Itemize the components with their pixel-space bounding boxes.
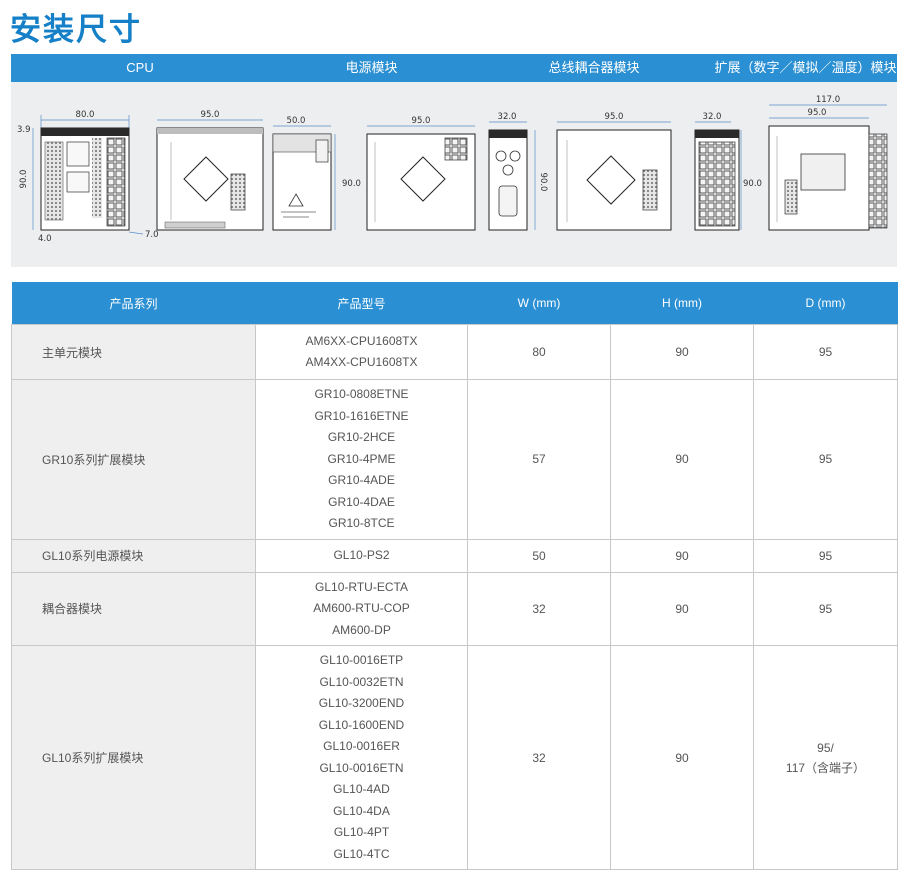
width-cell: 50 — [467, 538, 611, 573]
coupler-depth-label: 95.0 — [605, 112, 624, 122]
model-name: GR10-4PME — [327, 451, 396, 466]
width-cell: 32 — [467, 571, 611, 646]
psu-width-label: 50.0 — [287, 116, 306, 126]
model-name: AM600-RTU-COP — [313, 601, 410, 615]
table-header-row: 产品系列 产品型号 W (mm) H (mm) D (mm) — [11, 282, 898, 325]
model-name: GL10-1600END — [318, 717, 405, 732]
height-cell: 90 — [610, 538, 754, 573]
table-row: GL10系列电源模块 GL10-PS2 50 90 95 — [11, 538, 898, 573]
height-cell: 90 — [610, 645, 754, 870]
expansion-depth-label: 95.0 — [808, 108, 827, 118]
expansion-total-depth-label: 117.0 — [816, 95, 840, 105]
dimension-category-bar: CPU 电源模块 总线耦合器模块 扩展（数字／模拟／温度）模块 — [11, 54, 897, 82]
model-name: GL10-4AD — [333, 782, 390, 796]
table-row: GL10系列扩展模块 GL10-0016ETP GL10-0032ETN GL1… — [11, 645, 898, 870]
model-name: GR10-4DAE — [328, 494, 395, 509]
coupler-front-view: 32.0 90.0 — [488, 112, 548, 231]
depth-cell: 95 — [753, 379, 898, 540]
model-name: GL10-0016ETP — [319, 653, 404, 667]
series-cell: GL10系列电源模块 — [11, 538, 256, 573]
table-row: GR10系列扩展模块 GR10-0808ETNE GR10-1616ETNE G… — [11, 379, 898, 540]
psu-front-view: 50.0 90.0 — [272, 116, 361, 231]
model-name: GR10-8TCE — [328, 516, 395, 530]
category-bus-coupler: 总线耦合器模块 — [548, 60, 640, 75]
dimension-drawings: 80.0 90.0 3.9 4.0 7.0 95.0 — [11, 82, 897, 267]
depth-cell: 95 — [753, 571, 898, 646]
series-cell: 耦合器模块 — [11, 571, 256, 646]
width-cell: 32 — [467, 645, 611, 870]
model-name: AM600-DP — [332, 622, 391, 637]
series-cell: GR10系列扩展模块 — [11, 379, 256, 540]
header-series: 产品系列 — [11, 282, 256, 325]
psu-side-view: 95.0 — [366, 116, 476, 231]
width-cell: 80 — [467, 324, 611, 380]
page-title: 安装尺寸 — [10, 12, 142, 48]
psu-depth-label: 95.0 — [412, 116, 431, 126]
model-name: AM4XX-CPU1608TX — [305, 355, 418, 369]
category-power-module: 电源模块 — [345, 60, 398, 75]
model-name: AM6XX-CPU1608TX — [305, 333, 418, 348]
series-cell: 主单元模块 — [11, 324, 256, 380]
cpu-width-label: 80.0 — [76, 110, 95, 120]
height-cell: 90 — [610, 571, 754, 646]
model-cell: GL10-RTU-ECTA AM600-RTU-COP AM600-DP — [255, 571, 468, 646]
depth-value: 95/ — [817, 740, 834, 755]
expansion-width-label: 32.0 — [703, 112, 722, 122]
coupler-side-view: 95.0 — [556, 112, 672, 231]
cpu-top-label: 3.9 — [17, 125, 31, 135]
model-name: GL10-PS2 — [333, 547, 390, 562]
depth-cell: 95/ 117（含端子） — [753, 645, 898, 870]
width-cell: 57 — [467, 379, 611, 540]
coupler-height-label: 90.0 — [538, 173, 548, 192]
model-name: GL10-4PT — [333, 825, 390, 839]
table-row: 主单元模块 AM6XX-CPU1608TX AM4XX-CPU1608TX 80… — [11, 324, 898, 380]
cpu-front-view: 80.0 90.0 3.9 4.0 7.0 — [17, 110, 159, 244]
model-name: GL10-0016ETN — [319, 760, 404, 775]
cpu-side-view: 95.0 — [156, 110, 264, 231]
category-cpu: CPU — [126, 60, 154, 75]
series-cell: GL10系列扩展模块 — [11, 645, 256, 870]
cpu-bottom-label: 4.0 — [38, 234, 52, 244]
depth-cell: 95 — [753, 538, 898, 573]
header-height: H (mm) — [610, 282, 754, 325]
expansion-side-view: 117.0 95.0 — [768, 95, 888, 231]
cpu-height-label: 90.0 — [19, 170, 29, 189]
height-cell: 90 — [610, 324, 754, 380]
model-name: GL10-4TC — [333, 846, 390, 861]
header-depth: D (mm) — [753, 282, 898, 325]
model-name: GL10-0032ETN — [319, 674, 404, 689]
table-row: 耦合器模块 GL10-RTU-ECTA AM600-RTU-COP AM600-… — [11, 571, 898, 646]
cpu-depth-label: 95.0 — [201, 110, 220, 120]
model-cell: AM6XX-CPU1608TX AM4XX-CPU1608TX — [255, 324, 468, 380]
model-name: GR10-0808ETNE — [314, 387, 409, 401]
category-expansion-module: 扩展（数字／模拟／温度）模块 — [714, 60, 897, 75]
model-cell: GL10-0016ETP GL10-0032ETN GL10-3200END G… — [255, 645, 468, 870]
model-name: GR10-1616ETNE — [314, 408, 409, 423]
cpu-side-label: 7.0 — [145, 230, 159, 240]
model-name: GR10-2HCE — [327, 430, 396, 444]
header-model: 产品型号 — [255, 282, 468, 325]
depth-cell: 95 — [753, 324, 898, 380]
height-cell: 90 — [610, 379, 754, 540]
coupler-width-label: 32.0 — [498, 112, 517, 122]
expansion-height-label: 90.0 — [743, 179, 762, 189]
depth-note: 117（含端子） — [785, 760, 866, 775]
model-name: GL10-3200END — [318, 696, 405, 710]
dimension-drawings-svg: 80.0 90.0 3.9 4.0 7.0 95.0 — [17, 95, 888, 244]
psu-height-label: 90.0 — [342, 179, 361, 189]
model-cell: GR10-0808ETNE GR10-1616ETNE GR10-2HCE GR… — [255, 379, 468, 540]
model-name: GL10-RTU-ECTA — [315, 579, 408, 594]
model-cell: GL10-PS2 — [255, 538, 468, 573]
model-name: GL10-0016ER — [323, 739, 400, 753]
model-name: GL10-4DA — [333, 803, 390, 818]
expansion-front-view: 32.0 90.0 — [694, 112, 762, 231]
header-width: W (mm) — [467, 282, 611, 325]
specs-table: 产品系列 产品型号 W (mm) H (mm) D (mm) 主单元模块 AM6… — [11, 282, 898, 870]
model-name: GR10-4ADE — [328, 473, 395, 487]
